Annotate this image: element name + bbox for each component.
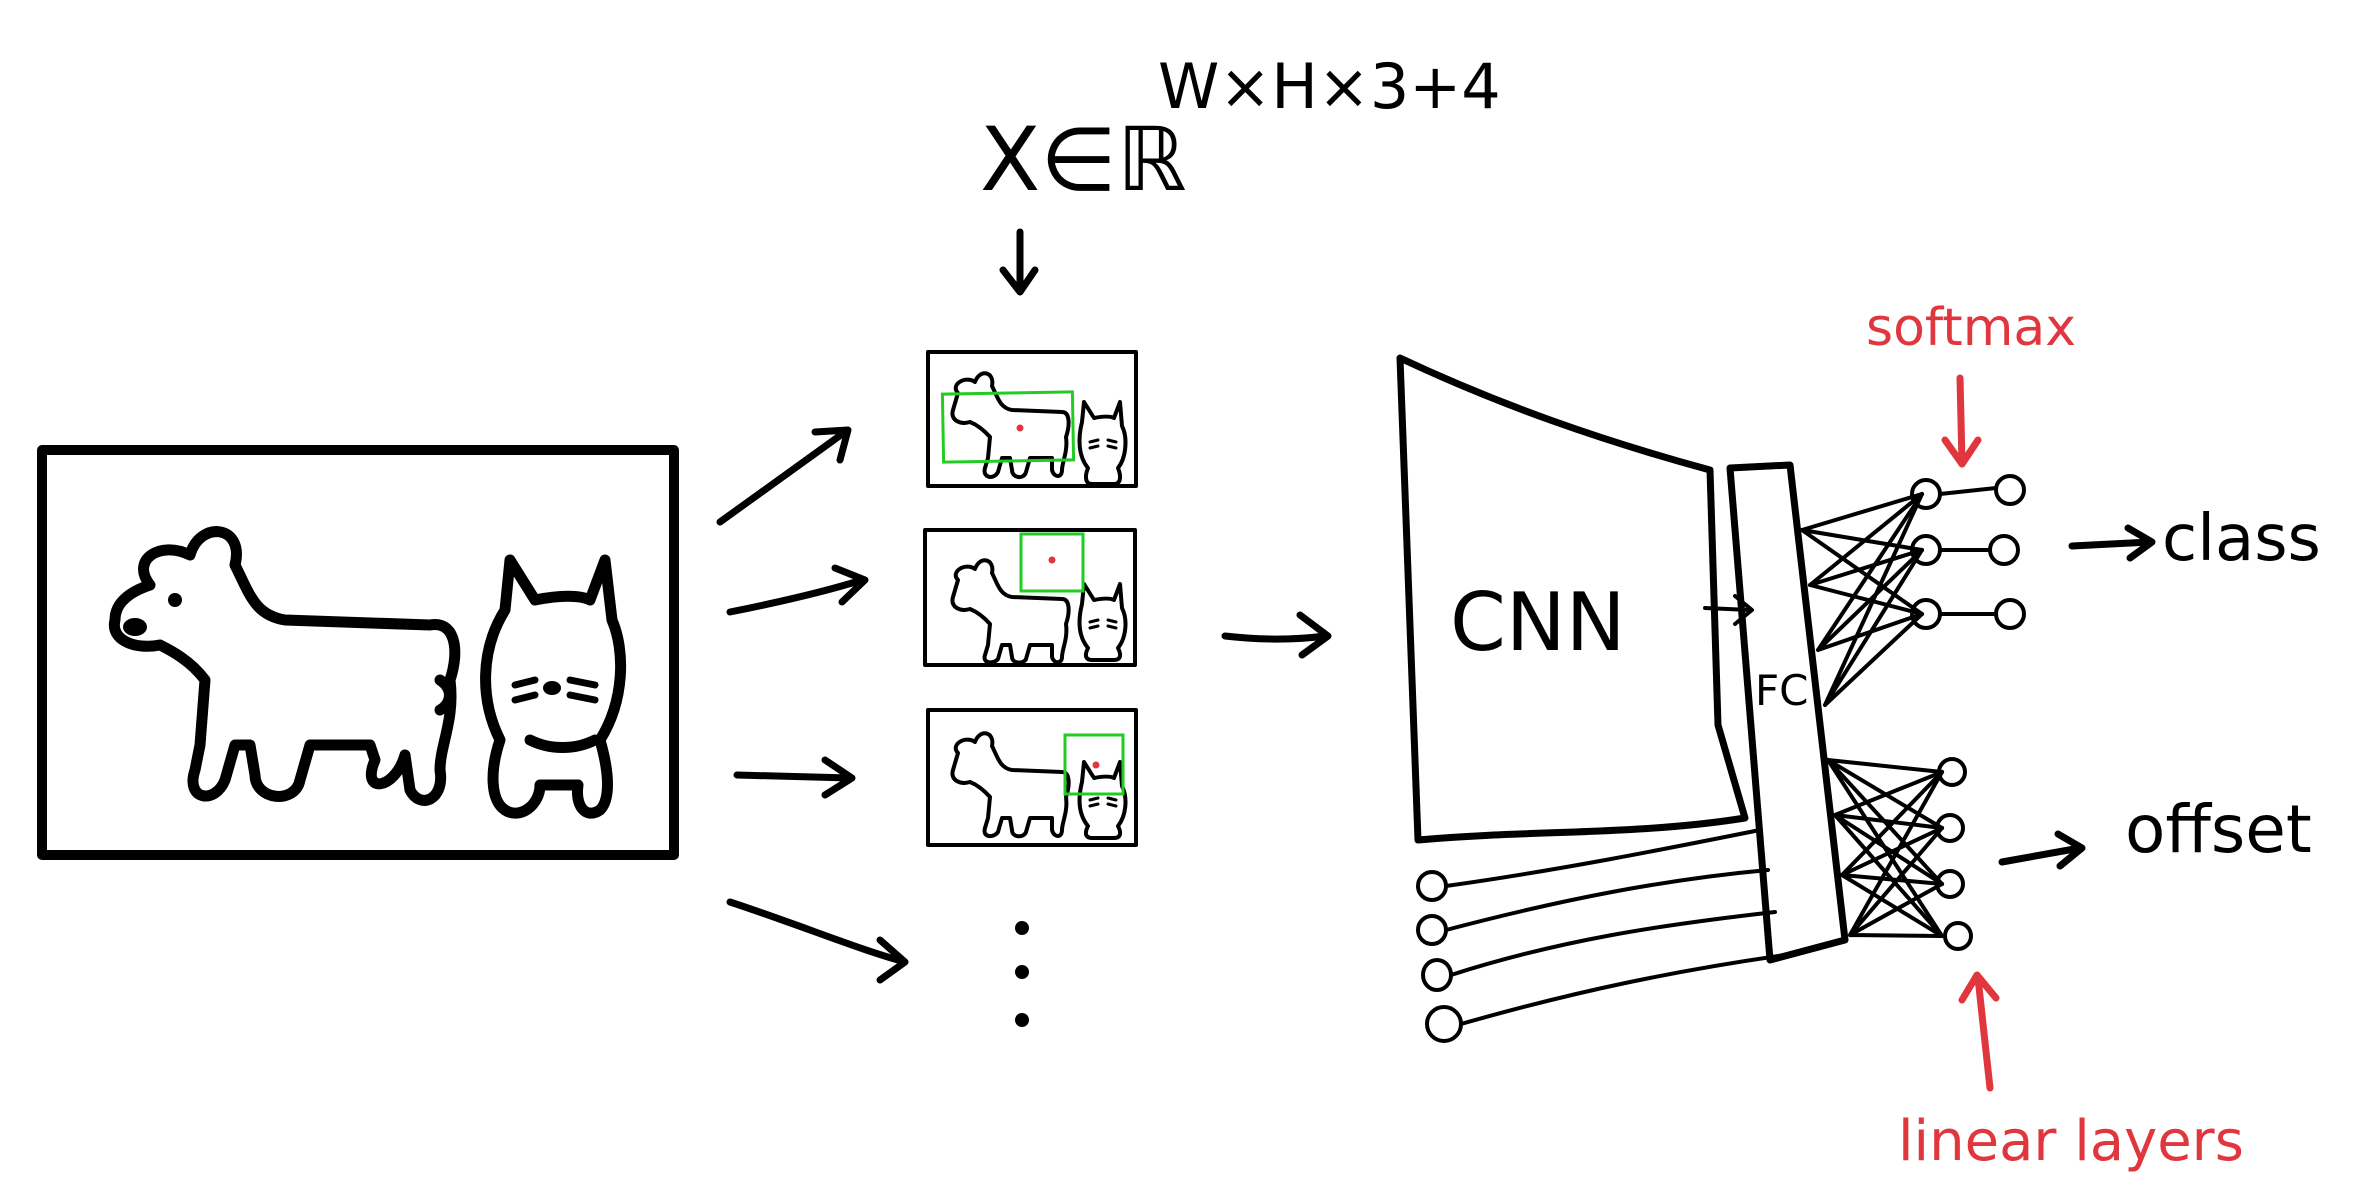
class-label: class — [2162, 502, 2321, 576]
arrow-region-1 — [716, 426, 852, 526]
region-crop-frame — [923, 528, 1137, 667]
formula-base: X∈ℝ — [980, 108, 1187, 211]
cat-drawing — [480, 554, 627, 819]
extra-input-nodes — [1416, 828, 1787, 1043]
region-crop-2 — [923, 528, 1137, 667]
region-box — [940, 390, 1076, 464]
region-box — [1063, 733, 1125, 796]
linear-layers-annotation: linear layers — [1898, 971, 2244, 1174]
proposal-arrows — [716, 426, 909, 984]
cnn-block: CNN — [1396, 354, 1754, 844]
input-image-frame — [37, 445, 679, 860]
softmax-arrow — [1941, 374, 1982, 468]
region-box — [1019, 532, 1085, 593]
region-crop-frame — [926, 708, 1138, 847]
cnn-label: CNN — [1450, 576, 1626, 669]
class-head: class — [1800, 474, 2321, 707]
dog-eye — [168, 593, 182, 607]
class-connections — [1800, 492, 1924, 707]
offset-label: offset — [2125, 791, 2312, 868]
fc-label: FC — [1755, 666, 1808, 715]
fc-bar — [1726, 461, 1849, 964]
linear-layers-label: linear layers — [1898, 1109, 2244, 1174]
cat-face — [511, 676, 599, 704]
dog-drawing — [108, 526, 461, 806]
offset-head: offset — [1826, 757, 2312, 951]
region-center — [1092, 761, 1100, 769]
offset-output-nodes — [1935, 757, 1973, 951]
region-crop-1 — [926, 350, 1138, 488]
more-regions-ellipsis — [1015, 921, 1029, 1027]
arrow-more-regions — [726, 898, 909, 984]
region-center — [1048, 556, 1056, 564]
formula-superscript: W×H×3+4 — [1158, 50, 1501, 123]
region-proposals — [923, 350, 1138, 1027]
region-crop-frame — [926, 350, 1138, 488]
cnn-trapezoid — [1396, 354, 1749, 844]
class-arrow — [2068, 524, 2156, 562]
offset-connections — [1826, 758, 1944, 938]
offset-arrow — [1998, 830, 2086, 870]
dog-nose — [123, 618, 147, 636]
softmax-label: softmax — [1866, 298, 2076, 358]
region-center — [1016, 424, 1024, 432]
softmax-annotation: softmax — [1866, 298, 2076, 468]
region-crop-3 — [926, 708, 1138, 847]
cat-nose — [543, 681, 561, 695]
formula-arrow — [999, 228, 1039, 296]
arrow-to-cnn — [1221, 611, 1332, 659]
class-output-nodes — [1938, 474, 2026, 630]
input-formula: X∈ℝ W×H×3+4 — [980, 50, 1501, 296]
arrow-region-2 — [726, 564, 869, 616]
input-image — [37, 445, 679, 860]
arrow-region-3 — [733, 756, 856, 799]
fc-layer: FC — [1726, 461, 1849, 964]
linear-layers-arrow — [1958, 971, 2000, 1092]
